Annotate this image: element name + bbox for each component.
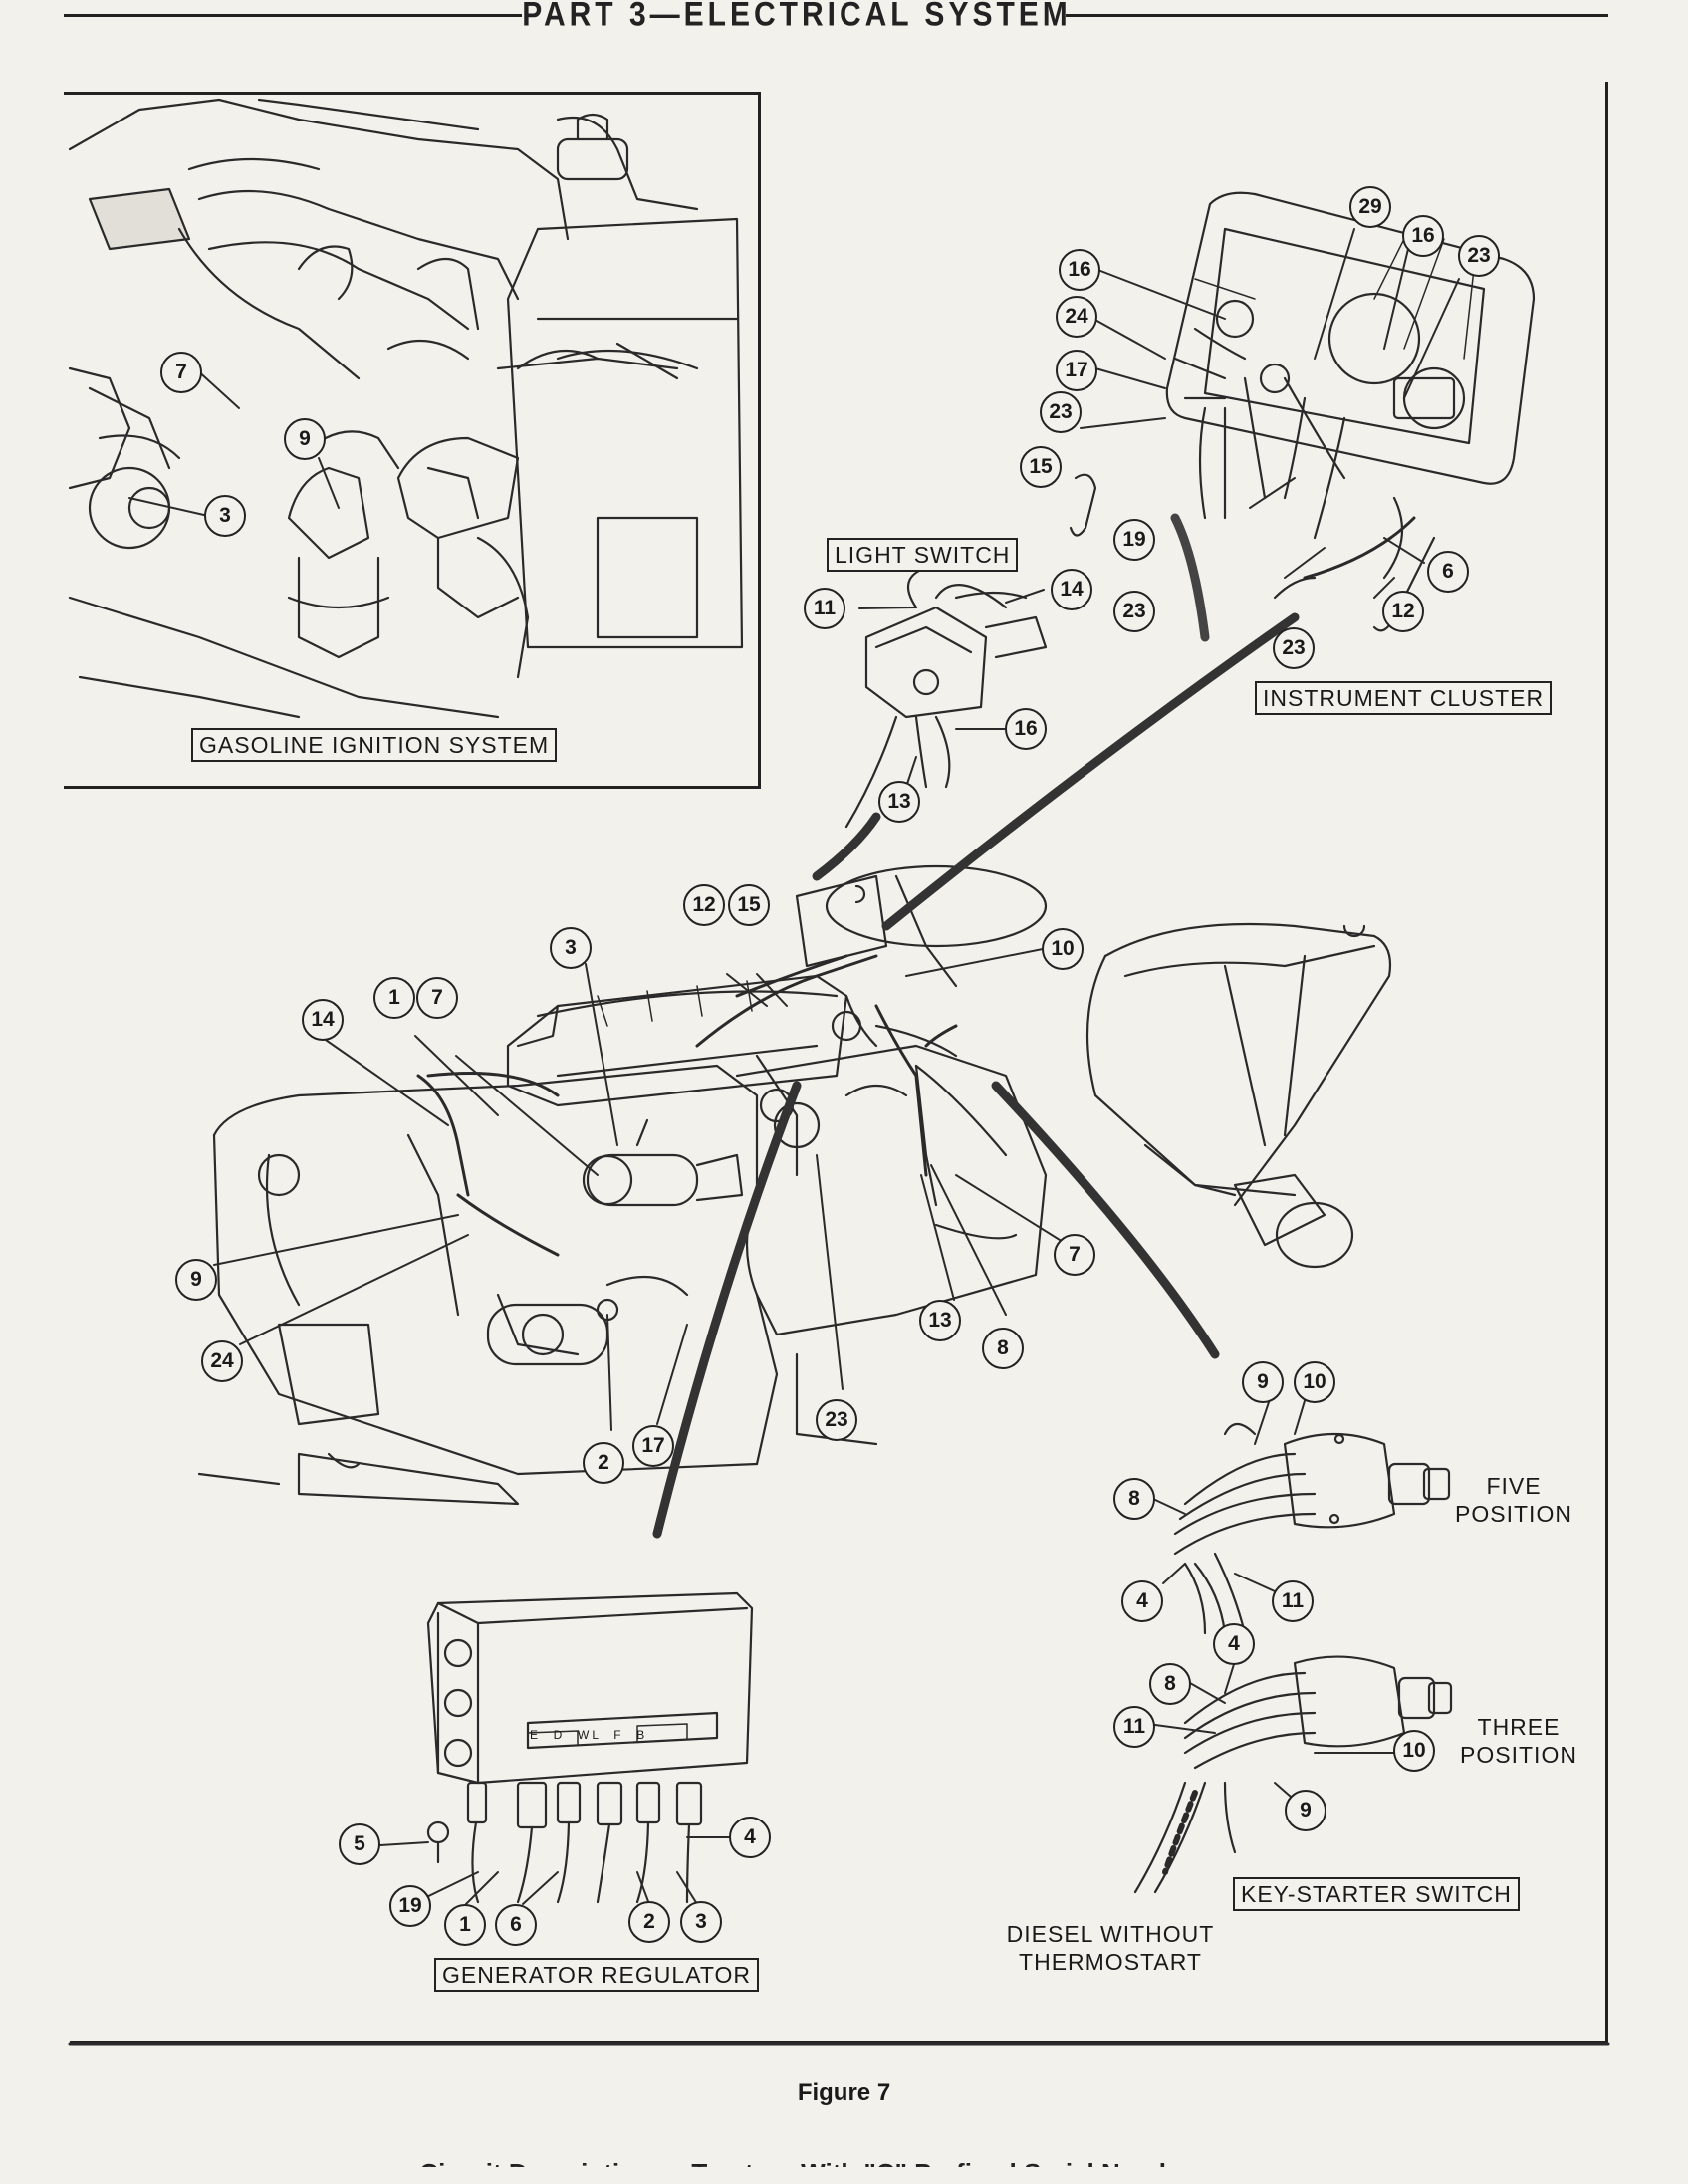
key-starter-switch-label: KEY-STARTER SWITCH	[1233, 1877, 1520, 1911]
callout-14: 14	[1051, 569, 1092, 610]
callout-11: 11	[1272, 1580, 1314, 1622]
diesel-without-thermostart-label: DIESEL WITHOUT THERMOSTART	[1006, 1921, 1215, 1975]
five-position-label: FIVE POSITION	[1455, 1473, 1572, 1527]
callout-15: 15	[728, 884, 770, 926]
figure-caption: Figure 7	[797, 2079, 891, 2106]
callout-10: 10	[1042, 928, 1084, 970]
callout-23: 23	[1273, 627, 1315, 669]
three-position-label: THREE POSITION	[1460, 1714, 1577, 1768]
callout-13: 13	[919, 1300, 961, 1341]
callout-11: 11	[1113, 1706, 1155, 1748]
callout-8: 8	[982, 1328, 1024, 1369]
callout-23: 23	[1040, 391, 1082, 433]
callout-1: 1	[373, 977, 415, 1019]
callout-3: 3	[204, 495, 246, 537]
gasoline-ignition-system-label: GASOLINE IGNITION SYSTEM	[191, 728, 558, 762]
callout-15: 15	[1020, 446, 1062, 488]
tractor-drawing	[197, 864, 1392, 1506]
callout-16: 16	[1005, 708, 1047, 750]
callout-9: 9	[175, 1259, 217, 1301]
callout-3: 3	[680, 1901, 722, 1943]
gasoline-ignition-inset	[64, 92, 761, 789]
callout-23: 23	[1113, 591, 1155, 632]
callout-6: 6	[1427, 551, 1469, 593]
callout-4: 4	[729, 1817, 771, 1858]
callout-leader-lines	[128, 228, 1460, 1905]
callout-17: 17	[632, 1425, 674, 1467]
callout-23: 23	[816, 1399, 857, 1441]
callout-1: 1	[444, 1904, 486, 1946]
callout-3: 3	[550, 927, 592, 969]
regulator-terminal-letters: E D WL F B	[530, 1728, 648, 1742]
callout-7: 7	[416, 977, 458, 1019]
callout-8: 8	[1149, 1663, 1191, 1705]
page-header-title: PART 3—ELECTRICAL SYSTEM	[522, 0, 1072, 33]
callout-29: 29	[1349, 186, 1391, 228]
callout-11: 11	[804, 588, 845, 629]
callout-9: 9	[284, 418, 326, 460]
header-rule-left	[64, 14, 522, 17]
callout-5: 5	[339, 1823, 380, 1865]
callout-24: 24	[201, 1340, 243, 1382]
generator-regulator-label: GENERATOR REGULATOR	[434, 1958, 759, 1992]
callout-17: 17	[1056, 350, 1097, 391]
callout-4: 4	[1121, 1580, 1163, 1622]
callout-12: 12	[1382, 591, 1424, 632]
callout-4: 4	[1213, 1623, 1255, 1665]
header-rule-right	[1066, 14, 1608, 17]
callout-19: 19	[389, 1885, 431, 1927]
callout-7: 7	[1054, 1234, 1095, 1276]
callout-16: 16	[1059, 249, 1100, 291]
figure-subcaption: Circuit Description — Tractors With "C" …	[349, 2151, 1285, 2167]
light-switch-drawing	[844, 566, 1048, 829]
callout-23: 23	[1458, 235, 1500, 277]
callout-9: 9	[1242, 1361, 1284, 1403]
callout-2: 2	[583, 1442, 624, 1484]
callout-10: 10	[1294, 1361, 1335, 1403]
callout-13: 13	[878, 781, 920, 823]
callout-8: 8	[1113, 1478, 1155, 1520]
callout-12: 12	[683, 884, 725, 926]
callout-9: 9	[1285, 1790, 1326, 1831]
callout-10: 10	[1393, 1730, 1435, 1772]
thick-leader-lines	[652, 612, 1300, 1539]
ignition-engine-drawing	[68, 98, 744, 719]
callout-6: 6	[495, 1904, 537, 1946]
instrument-cluster-label: INSTRUMENT CLUSTER	[1255, 681, 1553, 715]
callout-7: 7	[160, 352, 202, 393]
instrument-cluster-drawing	[1069, 191, 1536, 642]
generator-regulator-drawing	[426, 1591, 754, 1904]
callout-24: 24	[1056, 296, 1097, 338]
callout-2: 2	[628, 1901, 670, 1943]
callout-19: 19	[1113, 519, 1155, 561]
callout-16: 16	[1402, 215, 1444, 257]
three-position-switch-drawing	[1133, 1655, 1453, 1894]
callout-14: 14	[302, 999, 344, 1041]
light-switch-label: LIGHT SWITCH	[827, 538, 1019, 572]
